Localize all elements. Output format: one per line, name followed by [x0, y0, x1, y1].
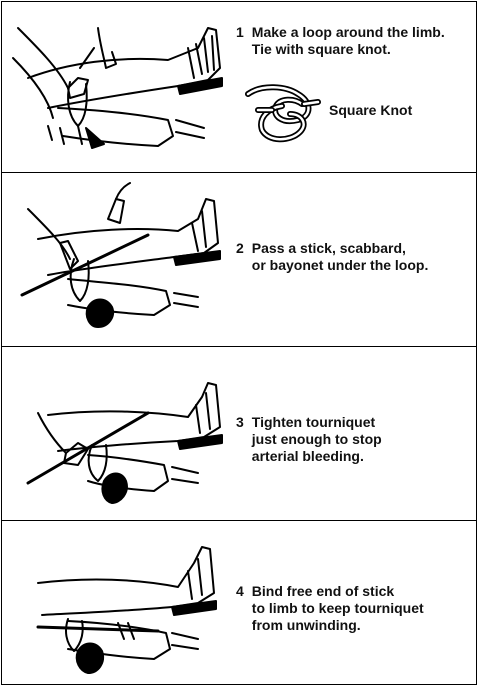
step-1-text: Make a loop around the limb. Tie with sq… — [252, 24, 445, 58]
panel-step-2: 2 Pass a stick, scabbard, or bayonet und… — [2, 172, 476, 346]
step-3-number: 3 — [236, 414, 244, 465]
step-2-number: 2 — [236, 240, 244, 274]
step-2-text: Pass a stick, scabbard, or bayonet under… — [252, 240, 429, 274]
step-1-instruction: 1 Make a loop around the limb. Tie with … — [236, 24, 445, 58]
illustration-bind-stick — [8, 527, 228, 683]
illustration-stick-under-loop — [8, 179, 228, 335]
square-knot-diagram — [242, 80, 322, 150]
step-3-text: Tighten tourniquet just enough to stop a… — [252, 414, 382, 465]
panel-step-4: 4 Bind free end of stick to limb to keep… — [2, 520, 476, 686]
illustration-tighten-tourniquet — [8, 353, 228, 509]
step-4-text: Bind free end of stick to limb to keep t… — [252, 583, 424, 634]
square-knot-label: Square Knot — [329, 102, 412, 118]
step-4-instruction: 4 Bind free end of stick to limb to keep… — [236, 583, 424, 634]
step-2-instruction: 2 Pass a stick, scabbard, or bayonet und… — [236, 240, 428, 274]
step-4-number: 4 — [236, 583, 244, 634]
step-3-instruction: 3 Tighten tourniquet just enough to stop… — [236, 414, 382, 465]
panel-step-1: 1 Make a loop around the limb. Tie with … — [2, 2, 476, 172]
illustration-loop-around-limb — [8, 8, 228, 164]
panel-step-3: 3 Tighten tourniquet just enough to stop… — [2, 346, 476, 520]
step-1-number: 1 — [236, 24, 244, 58]
